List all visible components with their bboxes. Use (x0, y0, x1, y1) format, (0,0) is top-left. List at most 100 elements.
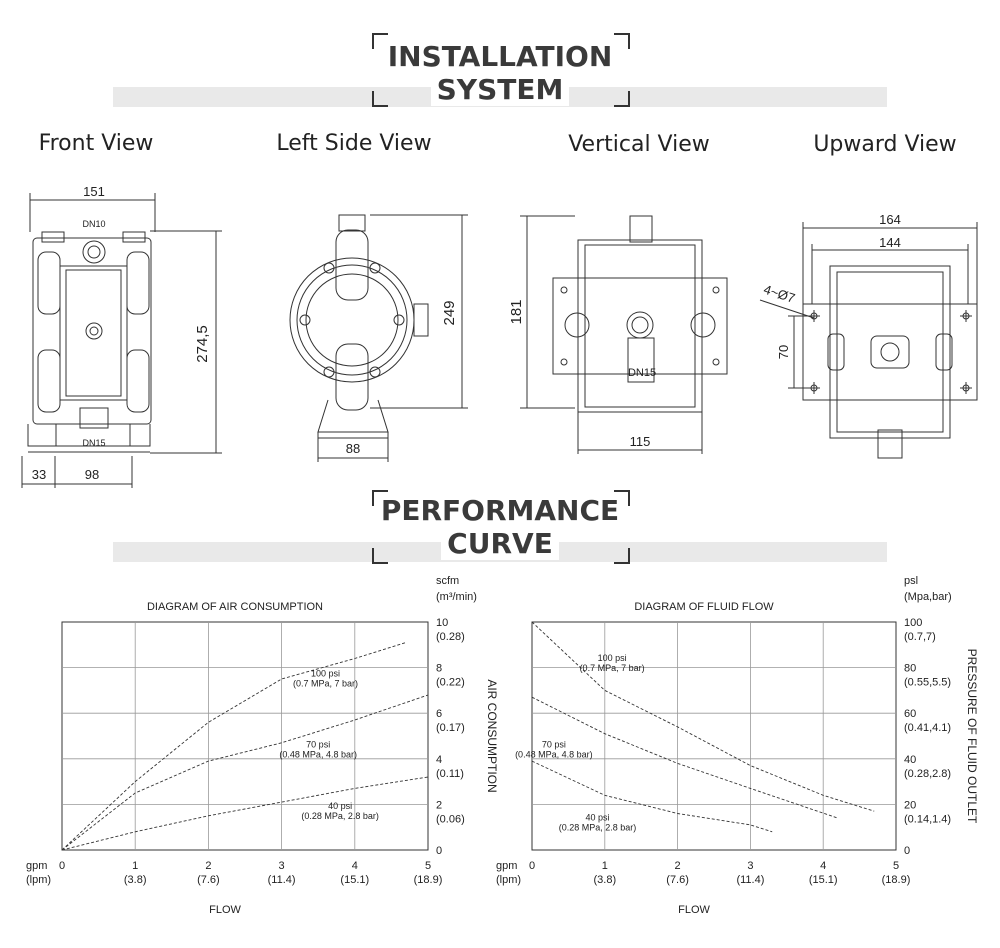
y-tick-label: 2 (436, 799, 442, 811)
x-tick-label: 0 (529, 860, 535, 872)
bracket-top-left (372, 33, 388, 49)
y-tick-label: 0 (904, 845, 910, 857)
series-line (61, 694, 429, 851)
series-sub-label: (0.7 MPa, 7 bar) (293, 679, 358, 689)
plot-frame (61, 621, 429, 851)
x-unit-secondary: (lpm) (496, 874, 521, 886)
series-name-label: 100 psi (598, 653, 627, 663)
y-tick-label: 6 (436, 708, 442, 720)
x-tick-sublabel: (11.4) (736, 874, 764, 886)
x-tick-label: 2 (675, 860, 681, 872)
up-inner-dim: 144 (879, 235, 901, 250)
y-tick-sublabel: (0.22) (436, 677, 465, 689)
y-tick-label: 80 (904, 663, 916, 675)
y-tick-label: 8 (436, 663, 442, 675)
series-sub-label: (0.48 MPa, 4.8 bar) (515, 749, 593, 759)
series-name-label: 40 psi (328, 801, 352, 811)
y-unit-primary: scfm (436, 575, 459, 587)
installation-title-line2: SYSTEM (0, 73, 1000, 107)
front-inlet-label: DN10 (82, 219, 105, 229)
y-tick-sublabel: (0.17) (436, 722, 465, 734)
y-unit-primary: psl (904, 575, 918, 587)
y-tick-label: 10 (436, 617, 448, 629)
series-sub-label: (0.48 MPa, 4.8 bar) (279, 749, 357, 759)
performance-title-line1: PERFORMANCE (0, 494, 1000, 528)
x-tick-label: 5 (425, 860, 431, 872)
x-tick-sublabel: (15.1) (809, 874, 838, 886)
y-tick-label: 4 (436, 754, 442, 766)
x-tick-sublabel: (18.9) (414, 874, 443, 886)
series-line (531, 621, 875, 812)
vertical-base-dim: 115 (630, 434, 651, 449)
chart-title: DIAGRAM OF AIR CONSUMPTION (147, 601, 323, 613)
y-tick-label: 100 (904, 617, 922, 629)
up-outer-dim: 164 (879, 212, 901, 227)
series-name-label: 40 psi (586, 812, 610, 822)
x-tick-label: 3 (279, 860, 285, 872)
x-axis-label: FLOW (209, 904, 241, 916)
y-tick-sublabel: (0.7,7) (904, 631, 936, 643)
x-tick-label: 4 (352, 860, 358, 872)
y-tick-sublabel: (0.28) (436, 631, 465, 643)
bracket-bottom-right-2 (614, 548, 630, 564)
plot-frame (531, 621, 897, 851)
y-tick-label: 20 (904, 799, 916, 811)
x-unit-primary: gpm (496, 860, 517, 872)
left-side-view-label: Left Side View (276, 131, 432, 156)
front-outlet-label: DN15 (82, 438, 105, 448)
vertical-view-label: Vertical View (568, 132, 710, 157)
bracket-top-left-2 (372, 490, 388, 506)
front-view-label: Front View (38, 131, 154, 156)
bracket-top-right (614, 33, 630, 49)
x-tick-sublabel: (11.4) (268, 874, 296, 886)
y-axis-label: AIR CONSUMPTION (485, 679, 499, 792)
x-tick-sublabel: (7.6) (666, 874, 689, 886)
series-line (531, 696, 838, 819)
front-height-dim: 274,5 (194, 325, 211, 363)
series-name-label: 70 psi (542, 739, 566, 749)
y-tick-sublabel: (0.55,5.5) (904, 677, 951, 689)
chart-title: DIAGRAM OF FLUID FLOW (634, 601, 774, 613)
y-unit-secondary: (Mpa,bar) (904, 591, 952, 603)
bracket-bottom-right (614, 91, 630, 107)
x-tick-sublabel: (3.8) (124, 874, 147, 886)
x-tick-label: 4 (820, 860, 826, 872)
x-unit-secondary: (lpm) (26, 874, 51, 886)
series-line (61, 776, 429, 851)
x-tick-label: 2 (205, 860, 211, 872)
upward-view-label: Upward View (813, 132, 957, 157)
series-sub-label: (0.28 MPa, 2.8 bar) (301, 811, 379, 821)
x-tick-sublabel: (18.9) (882, 874, 911, 886)
series-sub-label: (0.28 MPa, 2.8 bar) (559, 822, 637, 832)
x-tick-label: 5 (893, 860, 899, 872)
performance-title-line2: CURVE (0, 527, 1000, 561)
x-tick-label: 1 (602, 860, 608, 872)
series-name-label: 70 psi (306, 739, 330, 749)
front-offset-dim: 33 (32, 467, 46, 482)
vertical-port-label: DN15 (628, 367, 656, 379)
x-axis-label: FLOW (678, 904, 710, 916)
y-tick-sublabel: (0.11) (436, 768, 464, 780)
front-width-dim: 151 (83, 184, 105, 199)
y-tick-sublabel: (0.28,2.8) (904, 768, 951, 780)
x-tick-sublabel: (7.6) (197, 874, 220, 886)
x-tick-label: 1 (132, 860, 138, 872)
front-base-dim: 98 (85, 467, 99, 482)
side-height-dim: 249 (441, 300, 458, 325)
series-line (531, 760, 773, 833)
up-height-dim: 70 (776, 345, 791, 359)
x-tick-label: 3 (747, 860, 753, 872)
bracket-top-right-2 (614, 490, 630, 506)
series-line (61, 642, 407, 851)
y-tick-sublabel: (0.14,1.4) (904, 813, 951, 825)
x-tick-sublabel: (3.8) (593, 874, 616, 886)
vertical-height-dim: 181 (508, 299, 525, 324)
y-tick-sublabel: (0.41,4.1) (904, 722, 951, 734)
x-tick-sublabel: (15.1) (340, 874, 369, 886)
